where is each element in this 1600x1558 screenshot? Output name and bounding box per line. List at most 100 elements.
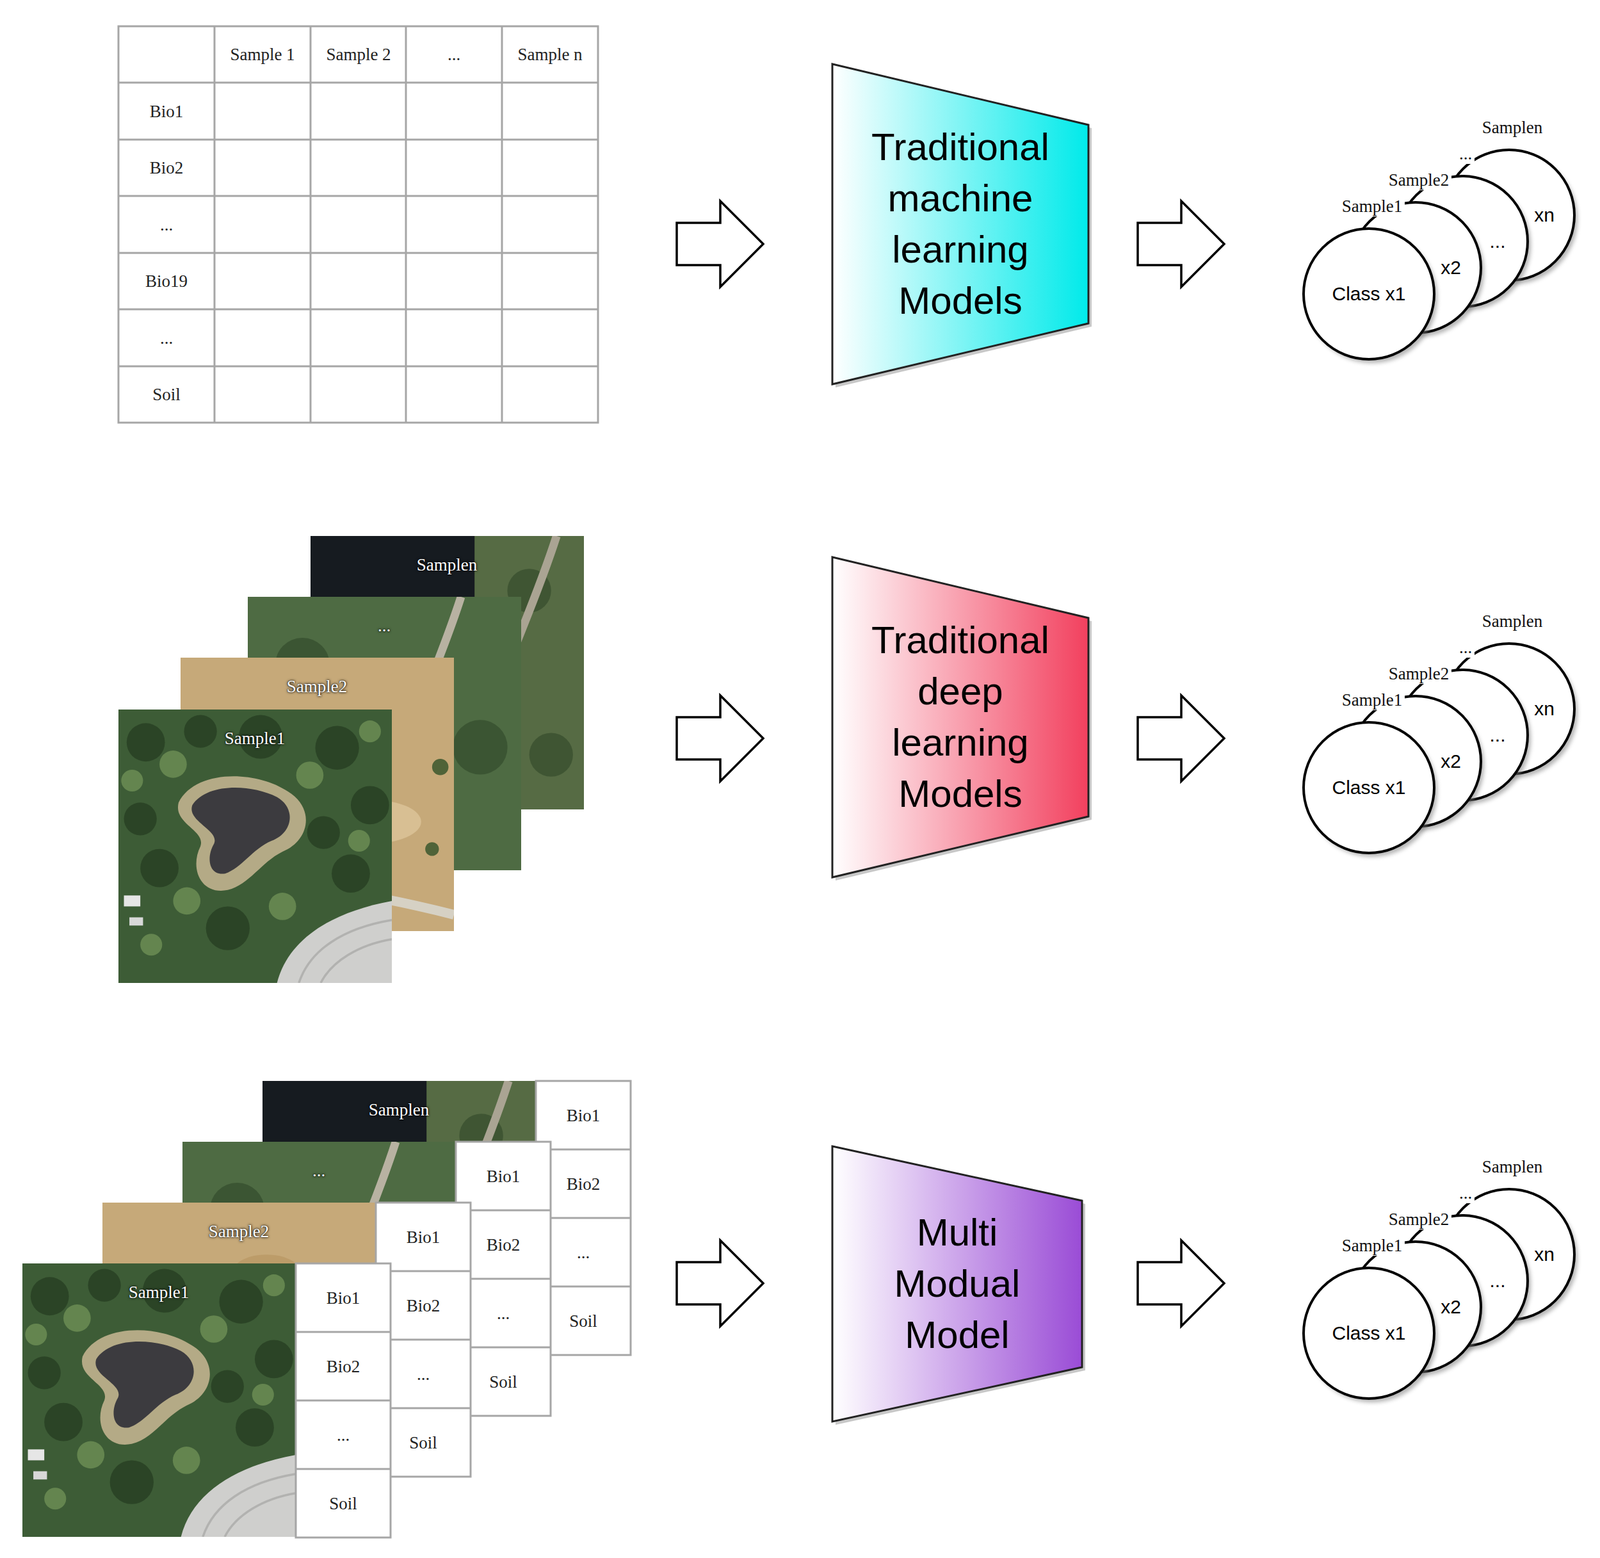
- model-label: Traditional machine learning Models: [861, 121, 1060, 327]
- label-frame: Soil: [152, 384, 181, 405]
- text-frame: Sample2: [1386, 169, 1453, 191]
- model-trapezoid: Traditional deep learning Models: [832, 557, 1089, 878]
- model-trapezoid: Multi Modual Model: [832, 1146, 1083, 1422]
- label-frame: ...: [576, 1242, 590, 1263]
- sample-heading: Samplen: [1479, 1156, 1546, 1177]
- text-frame: Class x1: [1331, 282, 1406, 306]
- class-label: xn: [1534, 697, 1555, 721]
- image-label: ...: [377, 615, 391, 636]
- mini-table-cell: ...: [576, 1242, 590, 1263]
- class-label: Class x1: [1331, 1321, 1406, 1345]
- image-label: ...: [312, 1160, 326, 1181]
- label-frame: Samplen: [368, 1099, 430, 1120]
- class-label: ...: [1489, 1268, 1506, 1293]
- sample-image: [22, 1263, 296, 1537]
- text-frame: Sample1: [1339, 195, 1406, 217]
- mini-table-cell: Bio1: [486, 1165, 521, 1187]
- block-arrow: [676, 1240, 764, 1326]
- label-frame: Bio2: [149, 157, 184, 178]
- label-frame: Bio2: [406, 1295, 441, 1316]
- mini-table-lines: [295, 1331, 391, 1469]
- class-circle-shape: [1303, 1267, 1435, 1399]
- image-label: Sample1: [224, 727, 286, 749]
- label-frame: Soil: [569, 1310, 598, 1332]
- text-frame: ...: [1489, 723, 1506, 747]
- label-frame: Samplen: [416, 554, 478, 575]
- label-frame: ...: [416, 1363, 430, 1385]
- trapezoid-outline: [832, 64, 1095, 391]
- text-frame: Class x1: [1331, 775, 1406, 800]
- sample-heading: ...: [1456, 637, 1475, 658]
- table-header: Sample 1: [229, 44, 295, 65]
- class-circle: Sample1Class x1: [1302, 720, 1444, 862]
- table-lines: [118, 26, 598, 423]
- class-label: ...: [1489, 723, 1506, 747]
- class-circle: Sample1Class x1: [1302, 227, 1444, 369]
- trapezoid-outline: [832, 557, 1095, 884]
- sample-heading: ...: [1456, 143, 1475, 164]
- trapezoid-shape: [832, 1146, 1083, 1422]
- text-frame: x2: [1440, 749, 1462, 773]
- mini-table-cell: Bio1: [566, 1105, 601, 1126]
- label-frame: Soil: [489, 1371, 518, 1392]
- class-label: ...: [1489, 229, 1506, 253]
- label-frame: ...: [160, 327, 173, 349]
- table-header: ...: [447, 44, 461, 65]
- text-frame: Samplen: [1479, 1156, 1546, 1177]
- mini-table-cell: Bio2: [326, 1356, 361, 1377]
- text-frame: ...: [1456, 1182, 1475, 1204]
- label-frame: Bio1: [326, 1287, 361, 1309]
- sample-heading: Sample1: [1339, 195, 1406, 217]
- sample-heading: Samplen: [1479, 610, 1546, 632]
- table-row-label: Bio19: [145, 270, 188, 292]
- data-table-grid: [118, 26, 598, 423]
- block-arrow: [1137, 201, 1225, 287]
- text-frame: Sample2: [1386, 1208, 1453, 1230]
- label-frame: Bio2: [566, 1173, 601, 1195]
- model-label: Multi Modual Model: [857, 1206, 1057, 1361]
- class-circle-shape: [1303, 228, 1435, 360]
- text-frame: Samplen: [1479, 610, 1546, 632]
- table-row-label: ...: [160, 214, 173, 235]
- image-label: Sample2: [286, 676, 348, 697]
- label-frame: Bio19: [145, 270, 188, 292]
- text-frame: xn: [1534, 1242, 1555, 1266]
- block-arrow: [1137, 1240, 1225, 1326]
- class-label: x2: [1440, 749, 1462, 773]
- block-arrow: [676, 695, 764, 782]
- label-frame: Soil: [409, 1432, 438, 1453]
- class-circle-shape: [1303, 722, 1435, 853]
- image-label: Samplen: [416, 554, 478, 575]
- trapezoid-shape: [832, 557, 1089, 878]
- text-frame: x2: [1440, 256, 1462, 280]
- table-row-label: Bio2: [149, 157, 184, 178]
- sample-heading: Sample1: [1339, 689, 1406, 711]
- text-frame: Class x1: [1331, 1321, 1406, 1345]
- block-arrow: [1137, 695, 1225, 782]
- text-frame: xn: [1534, 697, 1555, 721]
- label-frame: Bio1: [486, 1165, 521, 1187]
- text-frame: ...: [1489, 229, 1506, 253]
- model-trapezoid: Traditional machine learning Models: [832, 64, 1089, 385]
- mini-table-cell: Soil: [409, 1432, 438, 1453]
- sample-heading: Sample2: [1386, 169, 1453, 191]
- model-label: Traditional deep learning Models: [861, 614, 1060, 820]
- label-frame: Sample n: [517, 44, 582, 65]
- multimodal-stack: [22, 1080, 631, 1538]
- class-label: x2: [1440, 256, 1462, 280]
- mini-table-cell: ...: [416, 1363, 430, 1385]
- text-frame: Traditional deep learning Models: [861, 614, 1060, 820]
- label-frame: Bio1: [149, 101, 184, 122]
- table-row-label: ...: [160, 327, 173, 349]
- text-frame: Traditional machine learning Models: [861, 121, 1060, 327]
- text-frame: Sample1: [1339, 689, 1406, 711]
- table-frame: [118, 26, 598, 423]
- label-frame: Bio1: [566, 1105, 601, 1126]
- block-arrows: [676, 201, 1225, 1326]
- text-frame: xn: [1534, 203, 1555, 227]
- mini-table-cell: Soil: [329, 1493, 358, 1514]
- text-frame: Sample1: [1339, 1235, 1406, 1256]
- image-label: Sample2: [208, 1220, 270, 1242]
- mini-table-cell: Bio2: [486, 1234, 521, 1255]
